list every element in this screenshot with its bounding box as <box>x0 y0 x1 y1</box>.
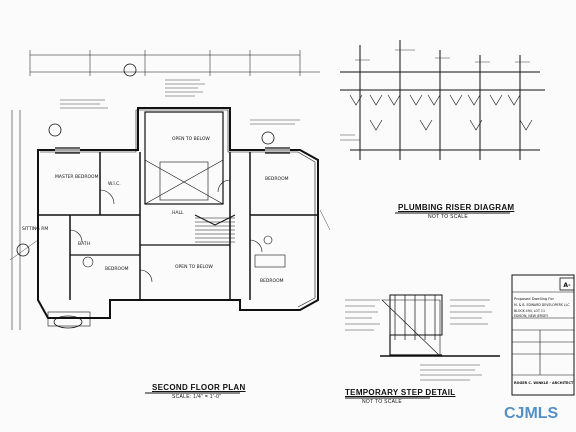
room-label-master-bedroom: MASTER BEDROOM <box>55 174 99 180</box>
owner-label: M. & B. EDWARD DEVELOPERS LLC <box>514 303 570 307</box>
temporary-step-scale: NOT TO SCALE <box>362 399 403 405</box>
room-label-open-to-below-2: OPEN TO BELOW <box>175 264 213 270</box>
location-label: EDISON, NEW JERSEY <box>514 314 548 318</box>
room-label-open-to-below-1: OPEN TO BELOW <box>172 136 210 142</box>
architect-label: ROGER C. WINKLE - ARCHITECT <box>514 381 574 385</box>
second-floor-plan <box>9 50 331 394</box>
plumbing-riser-scale: NOT TO SCALE <box>428 214 469 220</box>
temporary-step-detail <box>345 294 500 399</box>
room-label-hall: HALL <box>172 210 184 216</box>
room-label-bath: BATH <box>78 241 90 247</box>
lot-label: BLOCK 494, LOT 11 <box>514 309 545 313</box>
plumbing-riser-title: PLUMBING RISER DIAGRAM <box>398 203 515 212</box>
title-block <box>511 274 575 396</box>
plumbing-riser-diagram <box>340 40 545 214</box>
room-label-bedroom-3: BEDROOM <box>260 278 284 284</box>
project-label: Proposed Dwelling For <box>514 297 554 301</box>
room-label-bedroom-2: BEDROOM <box>265 176 289 182</box>
second-floor-plan-scale: SCALE: 1/4" = 1'-0" <box>172 394 222 400</box>
cjmls-logo-text: CJMLS <box>504 405 559 422</box>
temporary-step-title: TEMPORARY STEP DETAIL <box>345 388 456 397</box>
room-label-wic: W.I.C. <box>108 181 121 187</box>
room-label-sitting-rm: SITTING RM <box>22 226 48 232</box>
cjmls-watermark-logo: CJMLS <box>504 405 559 422</box>
sheet-number: A- <box>563 282 571 289</box>
second-floor-plan-title: SECOND FLOOR PLAN <box>152 383 246 392</box>
room-label-bedroom-1: BEDROOM <box>105 266 129 272</box>
